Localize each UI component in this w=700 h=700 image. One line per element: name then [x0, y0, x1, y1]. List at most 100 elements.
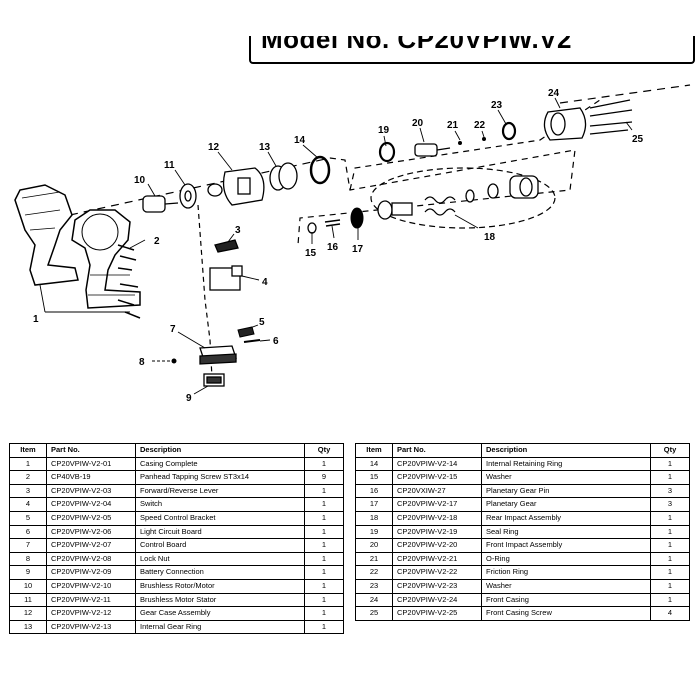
cell-item: 17 [355, 497, 393, 512]
callout-16: 16 [327, 242, 339, 253]
header-part-no: Part No. [392, 443, 482, 458]
cell-part-no: CP20VPIW-V2-12 [46, 606, 136, 621]
cell-qty: 4 [650, 606, 690, 621]
cell-part-no: CP20VPIW-V2-09 [46, 565, 136, 580]
retaining-ring-part [309, 155, 331, 185]
callout-18: 18 [484, 232, 496, 243]
cell-qty: 1 [304, 538, 344, 553]
cell-item: 12 [9, 606, 47, 621]
cell-part-no: CP20VPIW-V2-11 [46, 592, 136, 608]
cell-qty: 1 [304, 619, 344, 635]
cell-part-no: CP20VPIW-V2-18 [392, 510, 482, 526]
cell-qty: 1 [650, 456, 690, 472]
cell-qty: 1 [304, 551, 344, 567]
cell-part-no: CP20VPIW-V2-07 [46, 538, 136, 553]
callout-8: 8 [139, 357, 145, 368]
callout-21: 21 [447, 120, 459, 131]
callout-3: 3 [235, 225, 241, 236]
front-casing-part [543, 107, 587, 141]
model-title: Model No. CP20VPIW.V2 [261, 36, 573, 54]
cell-part-no: CP20VPIW-V2-25 [392, 606, 482, 621]
cell-description: Forward/Reverse Lever [135, 483, 305, 499]
cell-qty: 3 [650, 497, 690, 512]
callout-5: 5 [259, 317, 265, 328]
callout-10: 10 [134, 175, 146, 186]
exploded-view-diagram: 1 2 3 4 5 6 7 8 9 10 11 12 13 14 15 16 1… [14, 84, 691, 404]
callout-25: 25 [632, 134, 644, 145]
cell-qty: 1 [304, 483, 344, 499]
cell-item: 20 [355, 538, 393, 553]
gear-ring-part [269, 162, 298, 191]
cell-part-no: CP20VPIW-V2-03 [46, 483, 136, 499]
rotor-part [142, 195, 179, 213]
cell-item: 23 [355, 578, 393, 594]
cell-qty: 1 [650, 538, 690, 553]
cell-item: 3 [9, 483, 47, 499]
model-title-box: Model No. CP20VPIW.V2 [249, 36, 695, 64]
header-part-no: Part No. [46, 443, 136, 458]
cell-item: 9 [9, 565, 47, 580]
header-item: Item [355, 443, 393, 458]
cell-part-no: CP20VPIW-V2-13 [46, 619, 136, 635]
cell-qty: 1 [304, 606, 344, 621]
cell-description: O-Ring [481, 551, 651, 567]
cell-qty: 1 [304, 456, 344, 472]
cell-description: Gear Case Assembly [135, 606, 305, 621]
callout-14: 14 [294, 135, 306, 146]
cell-item: 19 [355, 524, 393, 540]
casing-rear-half [14, 184, 79, 286]
cell-item: 21 [355, 551, 393, 567]
cell-item: 22 [355, 565, 393, 580]
cell-part-no: CP20VPIW-V2-05 [46, 510, 136, 526]
cell-qty: 1 [650, 592, 690, 608]
cell-item: 4 [9, 497, 47, 512]
cell-part-no: CP20VPIW-V2-04 [46, 497, 136, 512]
callout-11: 11 [164, 160, 175, 171]
cell-description: Friction Ring [481, 565, 651, 580]
cell-part-no: CP20VPIW-V2-20 [392, 538, 482, 553]
cell-qty: 1 [304, 578, 344, 594]
cell-item: 24 [355, 592, 393, 608]
cell-item: 2 [9, 470, 47, 485]
cell-part-no: CP20VPIW-V2-01 [46, 456, 136, 472]
cell-qty: 1 [304, 592, 344, 608]
cell-part-no: CP20VPIW-V2-10 [46, 578, 136, 594]
cell-description: Switch [135, 497, 305, 512]
cell-part-no: CP20VPIW-V2-24 [392, 592, 482, 608]
cell-part-no: CP20VPIW-V2-15 [392, 470, 482, 485]
cell-part-no: CP20VXIW-27 [392, 483, 482, 499]
cell-item: 25 [355, 606, 393, 621]
cell-part-no: CP20VPIW-V2-19 [392, 524, 482, 540]
cell-qty: 1 [650, 578, 690, 594]
cell-item: 8 [9, 551, 47, 567]
cell-part-no: CP20VPIW-V2-22 [392, 565, 482, 580]
callout-24: 24 [548, 88, 560, 99]
cell-qty: 1 [304, 510, 344, 526]
header-description: Description [135, 443, 305, 458]
cell-description: Washer [481, 470, 651, 485]
cell-description: Front Casing Screw [481, 606, 651, 621]
cell-description: Planetary Gear Pin [481, 483, 651, 499]
cell-description: Front Impact Assembly [481, 538, 651, 553]
callout-19: 19 [378, 125, 390, 136]
table-header-row: Item Part No. Description Qty [355, 443, 690, 458]
control-board-part [199, 345, 237, 365]
